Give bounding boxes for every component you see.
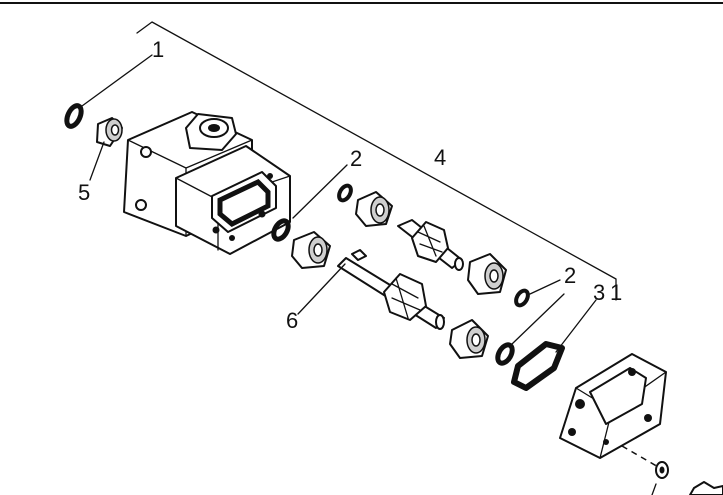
part-1-oring — [64, 103, 84, 129]
callout-5: 5 — [78, 180, 90, 205]
leader-line-2-right-lower — [511, 293, 565, 345]
pump-housing — [123, 111, 291, 255]
leader-line-2-left — [292, 164, 348, 219]
assembly-bracket-line — [136, 21, 617, 301]
fitting-bottom-right — [651, 461, 723, 495]
part-2-oring-right-upper — [514, 288, 530, 308]
end-cover — [559, 353, 667, 459]
callout-1: 1 — [152, 37, 164, 62]
bushing-lower-left — [291, 231, 331, 269]
leader-line-2-right-upper — [529, 279, 561, 295]
drive-gear-shaft — [337, 249, 445, 330]
callout-2-right: 2 — [564, 263, 576, 288]
callout-4: 4 — [434, 145, 446, 170]
bushing-upper-left — [355, 191, 393, 227]
leader-line-1 — [81, 54, 153, 107]
callout-2-left: 2 — [350, 146, 362, 171]
leader-line-6 — [297, 263, 346, 315]
callout-6: 6 — [286, 308, 298, 333]
part-3-gasket — [511, 341, 565, 391]
leader-line-5 — [89, 141, 105, 181]
cover-dashed-axis — [621, 445, 661, 469]
part-5-bushing — [96, 117, 123, 147]
callout-1-right: 1 — [610, 280, 622, 305]
callout-3: 3 — [593, 280, 605, 305]
part-2-oring-right-lower — [495, 342, 515, 366]
bushing-lower-right — [449, 319, 489, 359]
bushing-upper-right — [467, 253, 507, 295]
part-2-oring-left — [271, 218, 291, 242]
small-seal-top — [337, 183, 353, 203]
leader-line-3 — [555, 299, 597, 353]
driven-gear-shaft — [397, 219, 464, 271]
